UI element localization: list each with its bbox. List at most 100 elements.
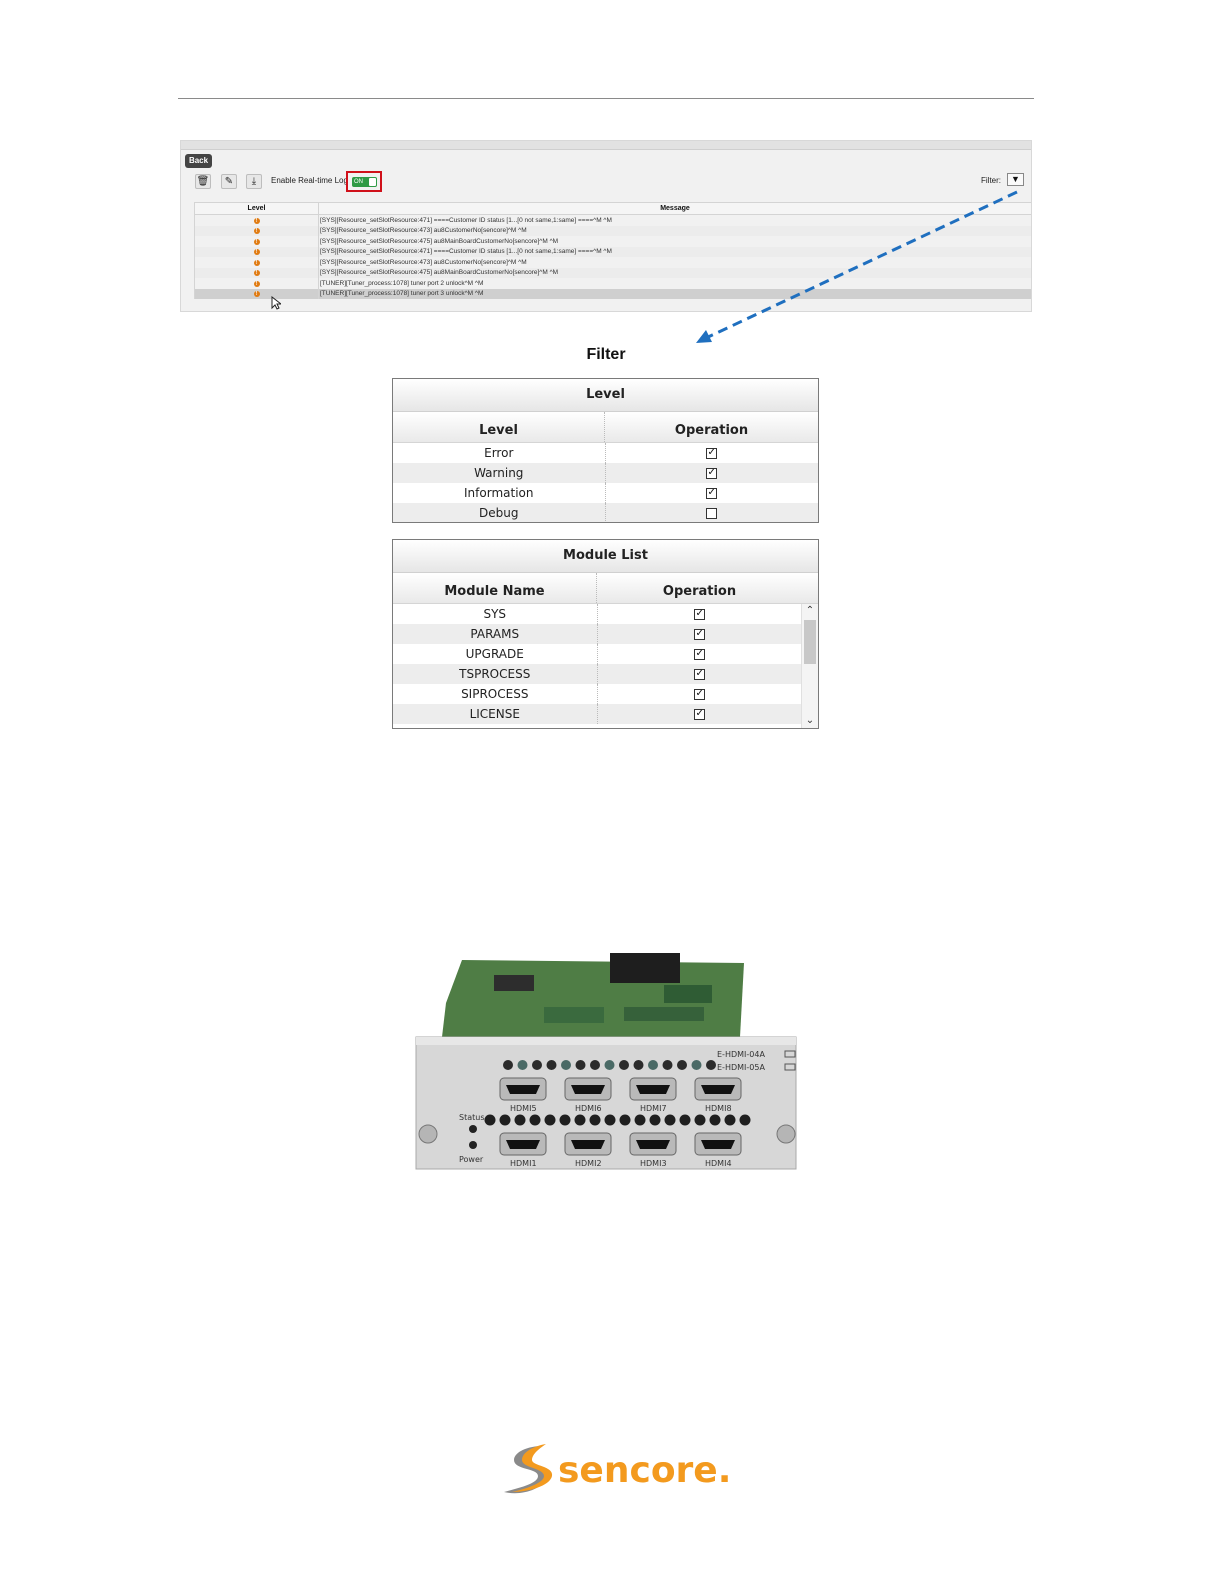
vent-hole bbox=[709, 1114, 721, 1126]
log-window: Back 🗑 ✎ ⤓ Enable Real-time Log ON Filte… bbox=[180, 140, 1032, 312]
level-name: Debug bbox=[393, 503, 606, 522]
level-checkbox[interactable] bbox=[706, 507, 718, 519]
level-name: Error bbox=[393, 443, 606, 463]
hdmi-port: HDMI7 bbox=[629, 1077, 677, 1113]
module-name: TSPROCESS bbox=[393, 664, 598, 684]
module-row: LICENSE✓ bbox=[393, 704, 802, 724]
vent-hole bbox=[619, 1060, 629, 1070]
level-checkbox[interactable]: ✓ bbox=[706, 467, 718, 479]
module-row: UPGRADE ✓ bbox=[393, 644, 802, 664]
download-icon[interactable]: ⤓ bbox=[246, 174, 262, 189]
realtime-highlight-box: ON bbox=[346, 171, 382, 192]
module-panel-title: Module List bbox=[393, 540, 818, 573]
module-operation: ✓ bbox=[598, 664, 803, 684]
module-checkbox[interactable]: ✓ bbox=[694, 628, 706, 640]
level-row: Debug bbox=[393, 503, 819, 522]
warning-icon: ! bbox=[253, 259, 260, 266]
module-operation: ✓ bbox=[598, 604, 803, 624]
log-row[interactable]: ![SYS][Resource_setSlotResource:471] ===… bbox=[194, 214, 1031, 226]
level-operation: ✓ bbox=[606, 483, 819, 503]
module-name: PARAMS bbox=[393, 624, 598, 644]
vent-hole bbox=[677, 1060, 687, 1070]
module-row: SIPROCESS ✓ bbox=[393, 684, 802, 704]
vent-hole bbox=[590, 1060, 600, 1070]
log-row[interactable]: ![SYS][Resource_setSlotResource:473] au8… bbox=[194, 225, 1031, 236]
level-column-header: Level bbox=[393, 412, 605, 442]
partial-next-row bbox=[393, 724, 802, 728]
vent-hole bbox=[604, 1114, 616, 1126]
operation-column-header: Operation bbox=[674, 422, 749, 438]
log-row[interactable]: ! [SYS][Resource_setSlotResource:473] au8… bbox=[194, 257, 1031, 268]
vent-hole bbox=[546, 1060, 557, 1070]
vent-hole bbox=[649, 1114, 661, 1126]
vent-hole bbox=[706, 1060, 716, 1070]
power-led bbox=[469, 1141, 477, 1149]
vent-hole bbox=[574, 1114, 586, 1126]
log-message-cell: [TUNER][Tuner_process:1078] tuner port 2… bbox=[318, 278, 1031, 289]
scroll-down-icon[interactable]: ⌄ bbox=[805, 715, 815, 726]
hdmi-port-label: HDMI8 bbox=[705, 1104, 732, 1113]
vent-hole bbox=[679, 1114, 691, 1126]
warning-icon: ! bbox=[253, 249, 260, 256]
hdmi-port-label: HDMI7 bbox=[640, 1104, 667, 1113]
hdmi-port: HDMI2 bbox=[564, 1132, 612, 1168]
toggle-knob bbox=[369, 178, 376, 186]
level-checkbox[interactable]: ✓ bbox=[706, 447, 718, 459]
model-label-a: E-HDMI-04A bbox=[717, 1050, 765, 1059]
log-row[interactable]: ![SYS][Resource_setSlotResource:475] au8… bbox=[194, 236, 1031, 247]
scroll-thumb[interactable] bbox=[804, 620, 816, 664]
module-operation: ✓ bbox=[598, 704, 803, 724]
filter-funnel-icon[interactable]: ▼ bbox=[1007, 173, 1024, 186]
module-list-scrollbar[interactable]: ⌃ ⌄ bbox=[801, 604, 818, 728]
module-name: SIPROCESS bbox=[393, 684, 598, 704]
module-checkbox[interactable]: ✓ bbox=[694, 668, 706, 680]
trash-icon[interactable]: 🗑 bbox=[195, 174, 211, 189]
log-row[interactable]: ! [TUNER][Tuner_process:1078] tuner port … bbox=[194, 278, 1031, 289]
module-panel-header: Module Name Operation bbox=[393, 573, 818, 604]
column-header-level[interactable]: Level bbox=[194, 202, 319, 215]
level-operation: ✓ bbox=[606, 463, 819, 483]
log-row[interactable]: ![TUNER][Tuner_process:1078] tuner port … bbox=[194, 288, 1031, 299]
level-operation bbox=[606, 503, 819, 522]
level-checkbox[interactable]: ✓ bbox=[706, 487, 718, 499]
module-checkbox[interactable]: ✓ bbox=[694, 688, 706, 700]
hdmi-port: HDMI3 bbox=[629, 1132, 677, 1168]
level-filter-panel: Level Level Operation Error✓Warning✓Info… bbox=[392, 378, 819, 523]
module-checkbox[interactable]: ✓ bbox=[694, 708, 706, 720]
back-button[interactable]: Back bbox=[185, 154, 212, 168]
toggle-state-text: ON bbox=[354, 179, 363, 185]
warning-icon: ! bbox=[253, 280, 260, 287]
level-panel-header: Level Operation bbox=[393, 412, 818, 443]
log-row[interactable]: ![SYS][Resource_setSlotResource:475] au8… bbox=[194, 267, 1031, 278]
model-label-b: E-HDMI-05A bbox=[717, 1063, 765, 1072]
hdmi-port-label: HDMI3 bbox=[640, 1159, 667, 1168]
vent-hole bbox=[604, 1060, 615, 1070]
eraser-icon[interactable]: ✎ bbox=[221, 174, 237, 189]
sencore-logo: sencore. bbox=[504, 1444, 728, 1494]
logo-wordmark: sencore. bbox=[558, 1450, 728, 1491]
hdmi-port-label: HDMI2 bbox=[575, 1159, 602, 1168]
hdmi-port-label: HDMI1 bbox=[510, 1159, 537, 1168]
module-operation: ✓ bbox=[598, 684, 803, 704]
mouse-cursor-icon bbox=[271, 296, 281, 310]
status-led bbox=[469, 1125, 477, 1133]
window-top-strip bbox=[181, 141, 1031, 150]
vent-hole bbox=[544, 1114, 556, 1126]
module-checkbox[interactable]: ✓ bbox=[694, 648, 706, 660]
scroll-up-icon[interactable]: ⌃ bbox=[805, 605, 815, 616]
hdmi-port-label: HDMI5 bbox=[510, 1104, 537, 1113]
module-name: UPGRADE bbox=[393, 644, 598, 664]
module-name-column-header: Module Name bbox=[393, 573, 597, 603]
log-row[interactable]: ![SYS][Resource_setSlotResource:471] ===… bbox=[194, 246, 1031, 257]
vent-hole bbox=[559, 1114, 571, 1126]
level-row: Error ✓ bbox=[393, 443, 818, 463]
column-header-message[interactable]: Message bbox=[318, 202, 1031, 215]
realtime-log-toggle[interactable]: ON bbox=[352, 177, 377, 187]
vent-hole bbox=[694, 1114, 706, 1126]
vent-hole bbox=[561, 1060, 571, 1070]
module-checkbox[interactable]: ✓ bbox=[694, 608, 706, 620]
vent-hole bbox=[664, 1114, 676, 1126]
log-message-cell: [SYS][Resource_setSlotResource:473] au8C… bbox=[318, 257, 1031, 268]
vent-hole bbox=[532, 1060, 542, 1070]
